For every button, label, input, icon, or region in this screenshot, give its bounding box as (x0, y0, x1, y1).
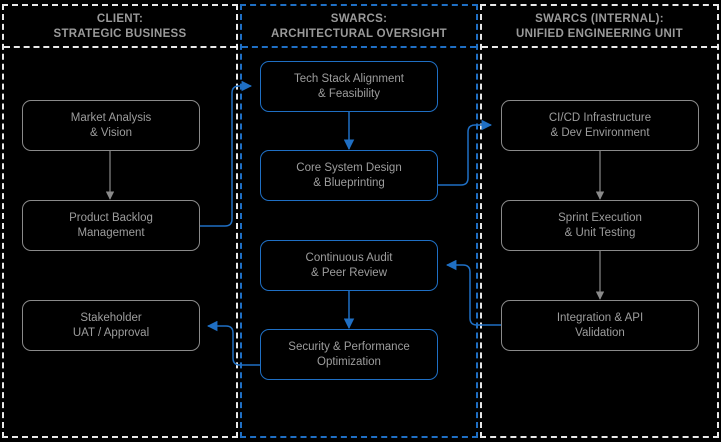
node-product-backlog[interactable]: Product Backlog Management (22, 200, 200, 251)
node-tech-stack-alignment[interactable]: Tech Stack Alignment & Feasibility (260, 61, 438, 112)
node-product-backlog-label: Product Backlog Management (69, 211, 153, 239)
node-core-system-design[interactable]: Core System Design & Blueprinting (260, 150, 438, 201)
node-integration-api-label: Integration & API Validation (556, 311, 644, 339)
node-continuous-audit-label: Continuous Audit & Peer Review (305, 251, 393, 279)
node-security-performance[interactable]: Security & Performance Optimization (260, 329, 438, 380)
node-continuous-audit[interactable]: Continuous Audit & Peer Review (260, 240, 438, 291)
node-core-system-design-label: Core System Design & Blueprinting (296, 161, 402, 189)
node-sprint-execution-label: Sprint Execution & Unit Testing (558, 211, 642, 239)
swimlane-swarcs-internal-header-divider (482, 46, 717, 48)
swimlane-swarcs-internal-title: SWARCS (INTERNAL): UNIFIED ENGINEERING U… (516, 13, 683, 40)
node-market-analysis-label: Market Analysis & Vision (70, 111, 152, 139)
swimlane-swarcs-oversight-title: SWARCS: ARCHITECTURAL OVERSIGHT (271, 13, 447, 40)
node-security-performance-label: Security & Performance Optimization (288, 340, 410, 368)
node-cicd-infrastructure-label: CI/CD Infrastructure & Dev Environment (548, 111, 652, 139)
node-sprint-execution[interactable]: Sprint Execution & Unit Testing (501, 200, 699, 251)
swimlane-swarcs-oversight-header-divider (242, 46, 476, 48)
swimlane-client-title: CLIENT: STRATEGIC BUSINESS (53, 13, 187, 40)
node-stakeholder-uat-label: Stakeholder UAT / Approval (72, 311, 150, 339)
swimlane-swarcs-internal: SWARCS (INTERNAL): UNIFIED ENGINEERING U… (480, 4, 719, 438)
node-tech-stack-alignment-label: Tech Stack Alignment & Feasibility (294, 72, 404, 100)
node-cicd-infrastructure[interactable]: CI/CD Infrastructure & Dev Environment (501, 100, 699, 151)
node-stakeholder-uat[interactable]: Stakeholder UAT / Approval (22, 300, 200, 351)
swimlane-client-header-divider (4, 46, 236, 48)
node-market-analysis[interactable]: Market Analysis & Vision (22, 100, 200, 151)
node-integration-api[interactable]: Integration & API Validation (501, 300, 699, 351)
